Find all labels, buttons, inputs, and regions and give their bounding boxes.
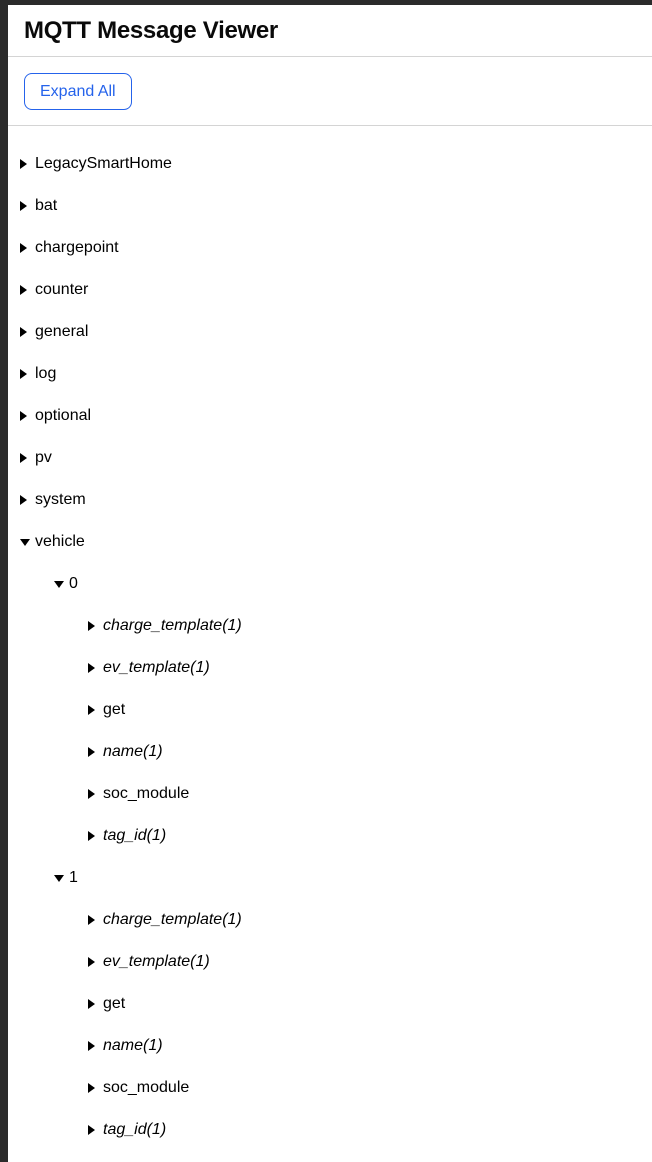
window-edge-top bbox=[0, 0, 652, 5]
tree-item-label: LegacySmartHome bbox=[35, 155, 172, 172]
chevron-right-icon bbox=[88, 789, 98, 799]
chevron-right-icon bbox=[20, 159, 30, 169]
chevron-right-icon bbox=[88, 831, 98, 841]
chevron-right-icon bbox=[88, 621, 98, 631]
chevron-down-icon bbox=[54, 875, 64, 882]
tree-item-bat[interactable]: bat bbox=[8, 185, 652, 227]
tree-item-label: optional bbox=[35, 407, 92, 424]
page-title: MQTT Message Viewer bbox=[24, 16, 278, 44]
chevron-right-icon bbox=[88, 663, 98, 673]
tree-item-system[interactable]: system bbox=[8, 479, 652, 521]
tree-item-legacysmarthome[interactable]: LegacySmartHome bbox=[8, 143, 652, 185]
chevron-down-icon bbox=[20, 539, 30, 546]
tree-item-name[interactable]: name(1) bbox=[8, 731, 652, 773]
tree-item-label: pv bbox=[35, 449, 52, 466]
tree-item-label: ev_template(1) bbox=[103, 659, 210, 676]
tree-item-label: log bbox=[35, 365, 57, 382]
chevron-right-icon bbox=[88, 1125, 98, 1135]
tree-item-log[interactable]: log bbox=[8, 353, 652, 395]
expand-all-button[interactable]: Expand All bbox=[24, 72, 132, 110]
tree-item-vehicle[interactable]: vehicle bbox=[8, 521, 652, 563]
tree-item-get[interactable]: get bbox=[8, 689, 652, 731]
tree-item-label: chargepoint bbox=[35, 239, 119, 256]
tree-item-general[interactable]: general bbox=[8, 311, 652, 353]
tree-item-soc_module[interactable]: soc_module bbox=[8, 1067, 652, 1109]
tree-item-label: get bbox=[103, 995, 126, 1012]
tree-item-charge_template[interactable]: charge_template(1) bbox=[8, 899, 652, 941]
tree-item-label: get bbox=[103, 701, 126, 718]
tree-item-tag_id[interactable]: tag_id(1) bbox=[8, 815, 652, 857]
tree-item-1[interactable]: 1 bbox=[8, 857, 652, 899]
chevron-right-icon bbox=[88, 705, 98, 715]
tree-item-ev_template[interactable]: ev_template(1) bbox=[8, 941, 652, 983]
tree-item-get[interactable]: get bbox=[8, 983, 652, 1025]
tree-item-0[interactable]: 0 bbox=[8, 563, 652, 605]
tree-item-label: tag_id(1) bbox=[103, 827, 167, 844]
tree-item-label: system bbox=[35, 491, 86, 508]
tree-item-label: 0 bbox=[69, 575, 78, 592]
tree-item-label: charge_template(1) bbox=[103, 617, 242, 634]
chevron-right-icon bbox=[88, 1041, 98, 1051]
tree-item-label: tag_id(1) bbox=[103, 1121, 167, 1138]
tree-item-label: counter bbox=[35, 281, 89, 298]
chevron-down-icon bbox=[54, 581, 64, 588]
chevron-right-icon bbox=[20, 369, 30, 379]
tree-item-label: general bbox=[35, 323, 89, 340]
chevron-right-icon bbox=[20, 327, 30, 337]
chevron-right-icon bbox=[88, 999, 98, 1009]
tree-item-label: soc_module bbox=[103, 1079, 190, 1096]
tree-item-charge_template[interactable]: charge_template(1) bbox=[8, 605, 652, 647]
chevron-right-icon bbox=[88, 957, 98, 967]
chevron-right-icon bbox=[20, 495, 30, 505]
toolbar: Expand All bbox=[8, 57, 652, 126]
tree-item-chargepoint[interactable]: chargepoint bbox=[8, 227, 652, 269]
chevron-right-icon bbox=[20, 411, 30, 421]
tree-item-tag_id[interactable]: tag_id(1) bbox=[8, 1109, 652, 1151]
chevron-right-icon bbox=[88, 915, 98, 925]
tree-item-label: soc_module bbox=[103, 785, 190, 802]
tree-item-soc_module[interactable]: soc_module bbox=[8, 773, 652, 815]
chevron-right-icon bbox=[88, 1083, 98, 1093]
tree-item-label: ev_template(1) bbox=[103, 953, 210, 970]
app-header: MQTT Message Viewer bbox=[8, 5, 652, 57]
chevron-right-icon bbox=[20, 201, 30, 211]
chevron-right-icon bbox=[20, 243, 30, 253]
chevron-right-icon bbox=[20, 453, 30, 463]
mqtt-message-viewer-app: MQTT Message Viewer Expand All LegacySma… bbox=[8, 5, 652, 1162]
tree-item-ev_template[interactable]: ev_template(1) bbox=[8, 647, 652, 689]
tree-item-label: name(1) bbox=[103, 743, 163, 760]
topic-tree: LegacySmartHome bat chargepoint counter gene… bbox=[8, 126, 652, 1151]
tree-item-label: 1 bbox=[69, 869, 78, 886]
tree-item-label: name(1) bbox=[103, 1037, 163, 1054]
tree-item-name[interactable]: name(1) bbox=[8, 1025, 652, 1067]
tree-item-label: charge_template(1) bbox=[103, 911, 242, 928]
tree-item-label: bat bbox=[35, 197, 58, 214]
tree-item-pv[interactable]: pv bbox=[8, 437, 652, 479]
chevron-right-icon bbox=[20, 285, 30, 295]
tree-item-counter[interactable]: counter bbox=[8, 269, 652, 311]
tree-item-label: vehicle bbox=[35, 533, 85, 550]
window-edge-left bbox=[0, 0, 8, 1162]
tree-item-optional[interactable]: optional bbox=[8, 395, 652, 437]
chevron-right-icon bbox=[88, 747, 98, 757]
